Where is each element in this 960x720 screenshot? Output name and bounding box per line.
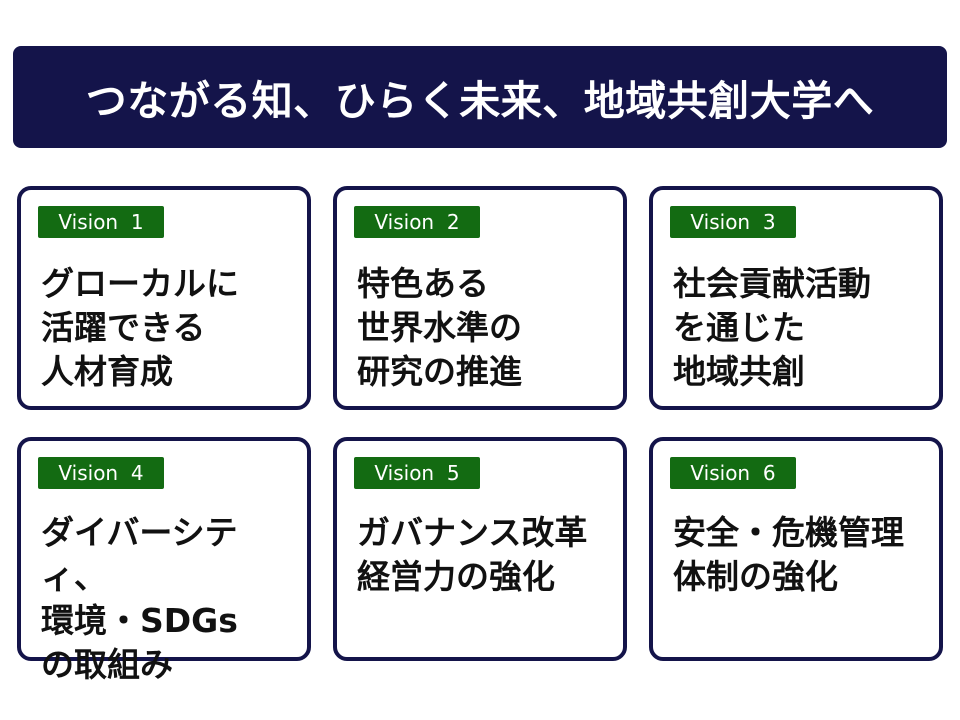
header-banner: つながる知、ひらく未来、地域共創大学へ xyxy=(13,46,947,148)
vision-badge-4: Vision 4 xyxy=(38,457,164,489)
vision-card-6: Vision 6 安全・危機管理 体制の強化 xyxy=(649,437,943,661)
vision-text-3: 社会貢献活動 を通じた 地域共創 xyxy=(673,264,871,391)
vision-text-2: 特色ある 世界水準の 研究の推進 xyxy=(357,264,522,391)
vision-card-4: Vision 4 ダイバーシティ、 環境・SDGs の取組み xyxy=(17,437,311,684)
vision-card-2: Vision 2 特色ある 世界水準の 研究の推進 xyxy=(333,186,627,410)
vision-badge-2: Vision 2 xyxy=(354,206,480,238)
page-title: つながる知、ひらく未来、地域共創大学へ xyxy=(85,77,875,125)
vision-text-1: グローカルに 活躍できる 人材育成 xyxy=(41,264,239,391)
vision-card-1: Vision 1 グローカルに 活躍できる 人材育成 xyxy=(17,186,311,410)
vision-badge-5: Vision 5 xyxy=(354,457,480,489)
vision-badge-3: Vision 3 xyxy=(670,206,796,238)
vision-badge-1: Vision 1 xyxy=(38,206,164,238)
vision-card-3: Vision 3 社会貢献活動 を通じた 地域共創 xyxy=(649,186,943,410)
vision-badge-6: Vision 6 xyxy=(670,457,796,489)
vision-text-5: ガバナンス改革 経営力の強化 xyxy=(357,513,588,596)
vision-text-6: 安全・危機管理 体制の強化 xyxy=(673,513,904,596)
vision-card-5: Vision 5 ガバナンス改革 経営力の強化 xyxy=(333,437,627,661)
vision-text-4: ダイバーシティ、 環境・SDGs の取組み xyxy=(41,513,238,684)
